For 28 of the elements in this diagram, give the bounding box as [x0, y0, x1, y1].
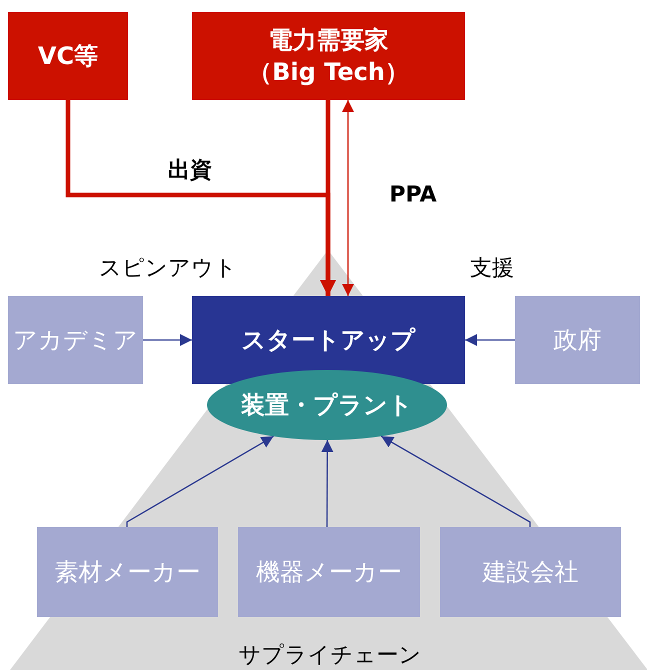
annotation-text: サプライチェーン: [238, 642, 422, 670]
box-label: VC等: [38, 41, 98, 72]
box-label: 機器メーカー: [256, 557, 402, 588]
arrow: [126, 436, 274, 527]
box-label: 電力需要家: [268, 25, 388, 56]
box-label: スタートアップ: [242, 325, 416, 356]
box-label: 建設会社: [482, 557, 578, 588]
customer-box: [192, 12, 465, 100]
academia-box: [8, 296, 143, 384]
arrow: [320, 100, 336, 296]
box-label: アカデミア: [13, 325, 138, 356]
box-label: 装置・プラント: [241, 390, 413, 421]
box-label: （Big Tech）: [248, 57, 409, 88]
supplier-box: [440, 527, 621, 617]
supplier-box: [37, 527, 218, 617]
startup-box: [192, 296, 465, 384]
annotation-text: スピンアウト: [99, 255, 237, 283]
arrow: [143, 334, 192, 346]
investor-box: [8, 12, 128, 100]
arrow: [342, 100, 354, 296]
arrow: [465, 334, 515, 346]
annotation-text: 支援: [470, 255, 514, 283]
arrow: [321, 440, 334, 527]
box-label: 素材メーカー: [54, 557, 200, 588]
arrow: [380, 436, 531, 527]
supplier-box: [238, 527, 420, 617]
government-box: [515, 296, 640, 384]
box-label: 政府: [554, 325, 602, 356]
